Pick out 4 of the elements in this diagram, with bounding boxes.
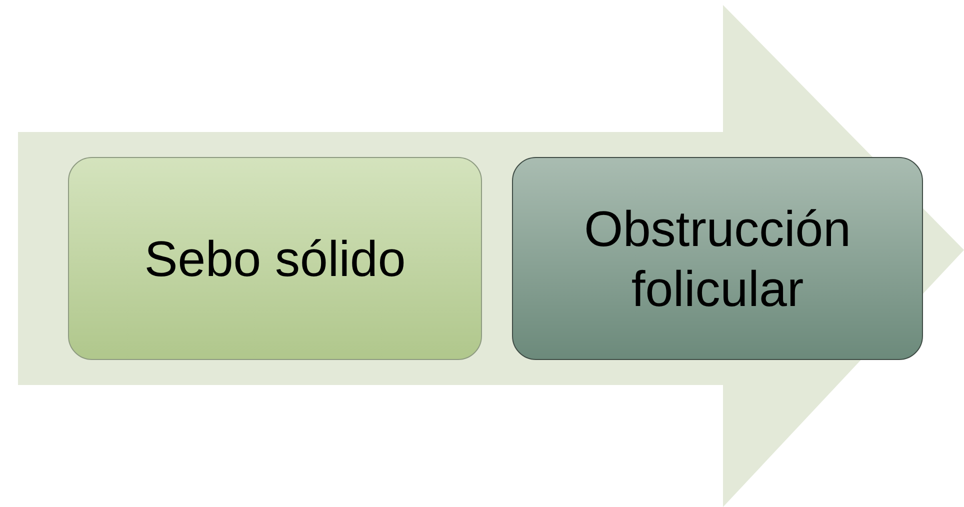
box-label: Obstrucción folicular bbox=[583, 200, 852, 318]
box-label: Sebo sólido bbox=[144, 230, 406, 288]
process-box bbox=[68, 157, 482, 360]
process-box bbox=[512, 157, 923, 360]
